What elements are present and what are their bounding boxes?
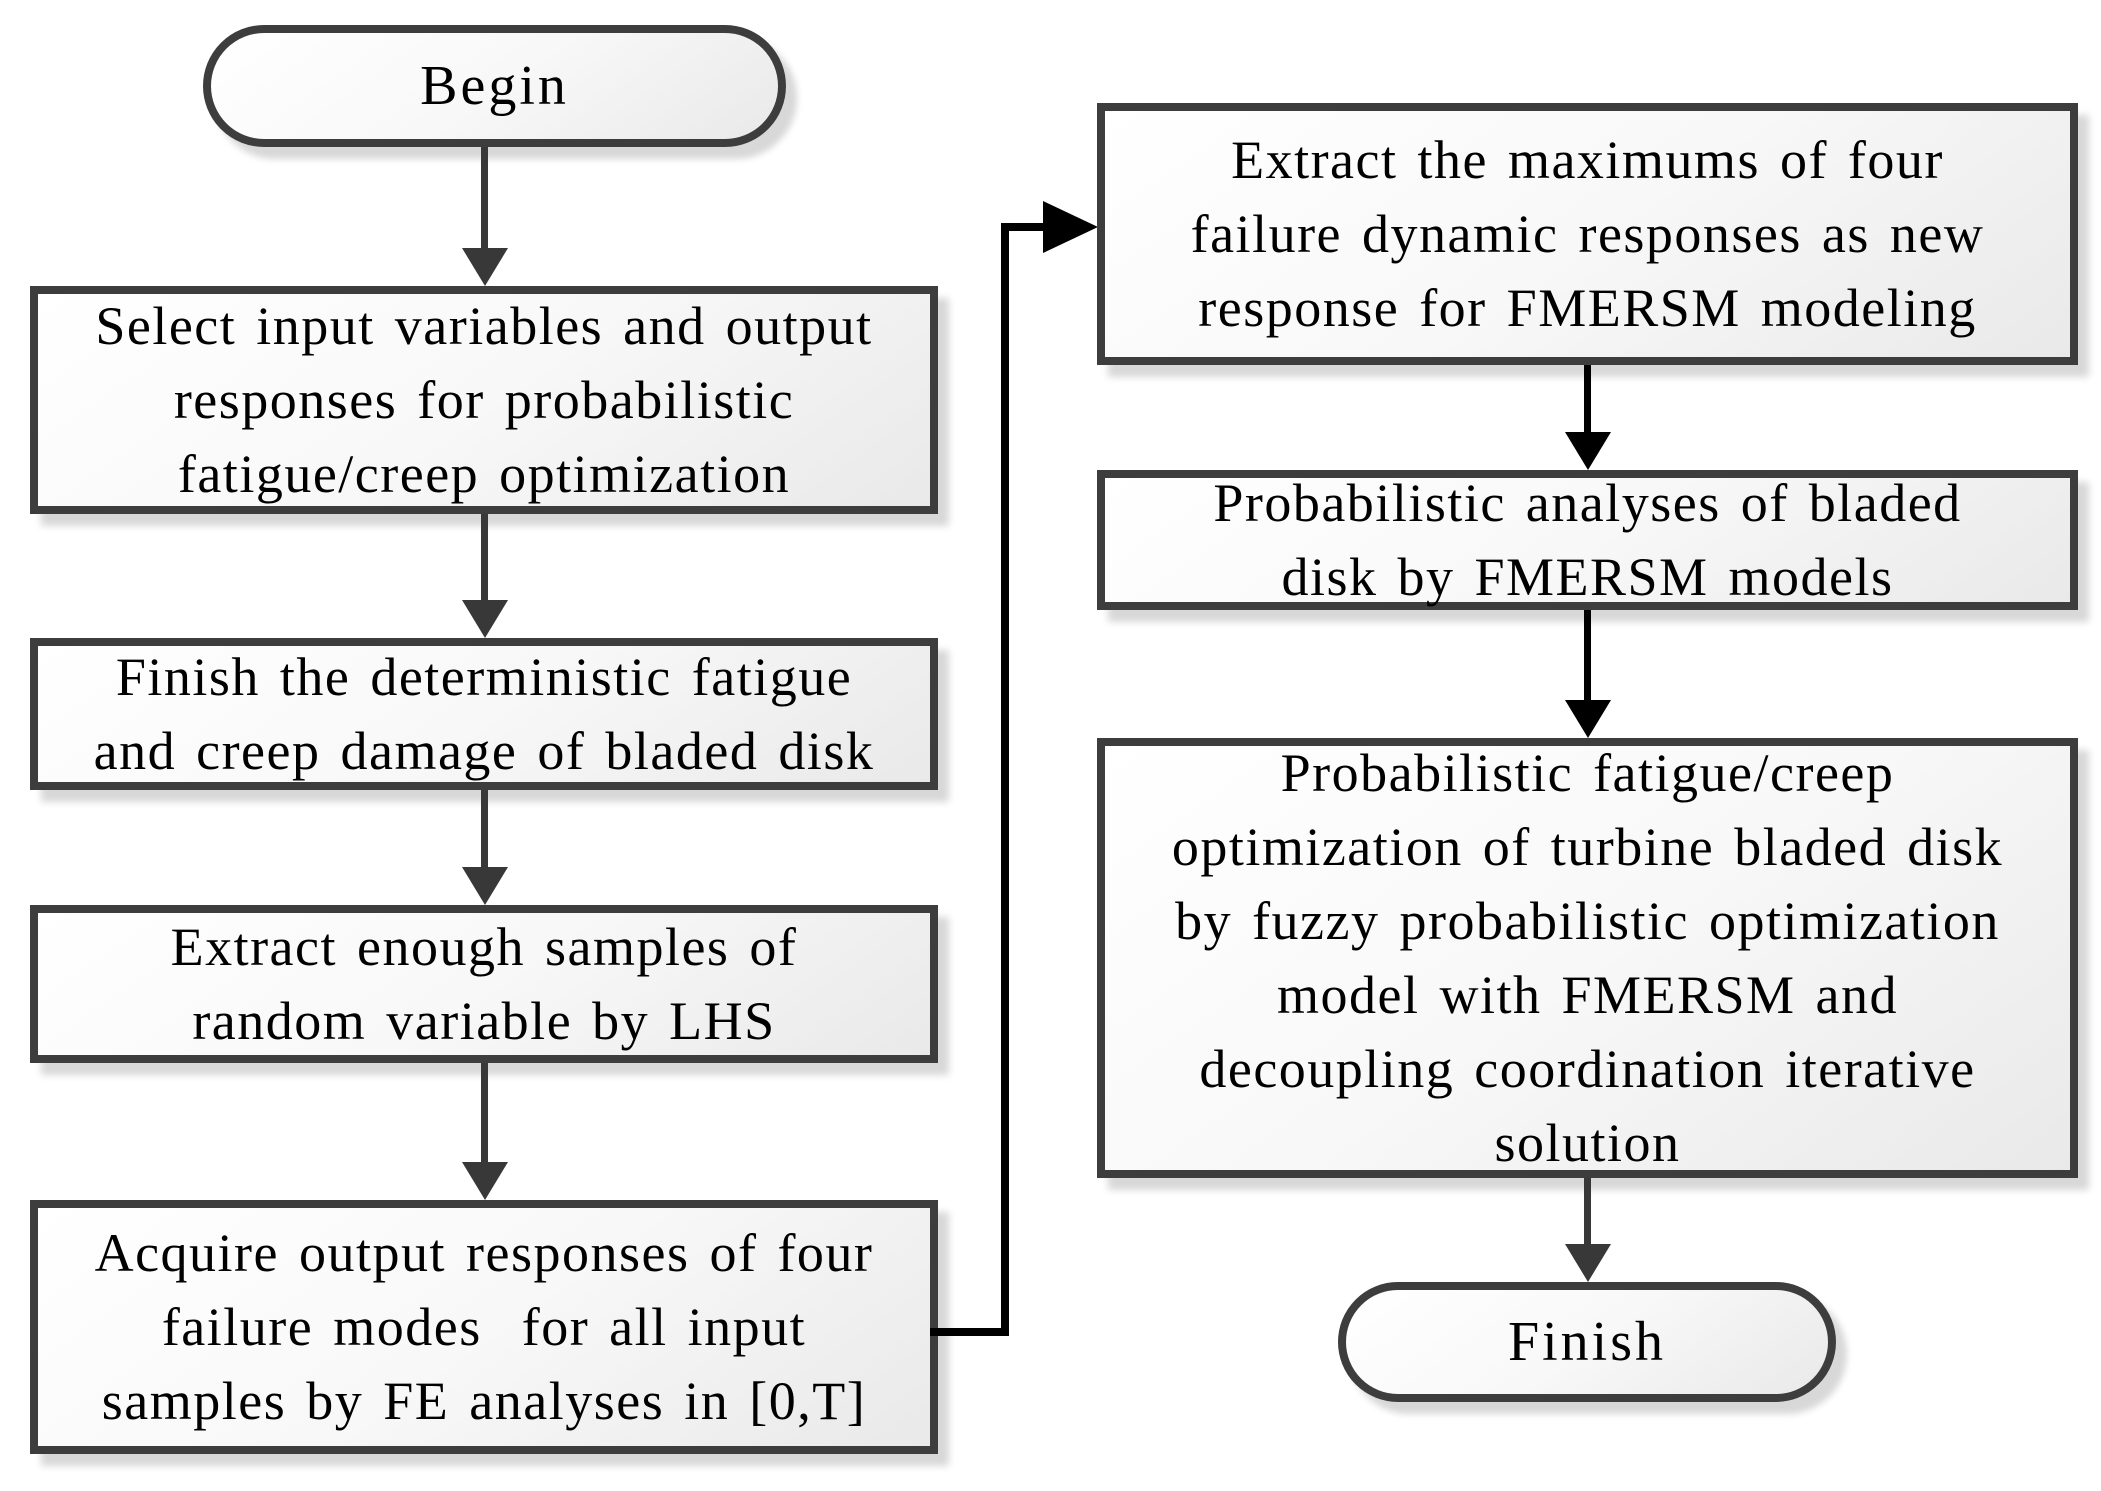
- start-node-label: Begin: [420, 55, 569, 117]
- arrow-analyses-to-optimization: [1584, 610, 1591, 700]
- process-extract-samples-line: Extract enough samples of: [170, 917, 798, 977]
- arrowhead-down-icon: [462, 600, 508, 638]
- process-deterministic-damage: Finish the deterministic fatigue and cre…: [30, 638, 938, 790]
- process-probabilistic-analyses: Probabilistic analyses of bladed disk by…: [1097, 470, 2078, 610]
- process-probabilistic-optimization: Probabilistic fatigue/creep optimization…: [1097, 738, 2078, 1178]
- process-acquire-responses-line: Acquire output responses of four: [94, 1223, 874, 1283]
- process-acquire-responses-line: failure modes for all input: [161, 1297, 807, 1357]
- process-probabilistic-optimization-line: solution: [1494, 1113, 1681, 1173]
- connector-horizontal-bottom: [930, 1328, 1009, 1336]
- end-node-label: Finish: [1507, 1311, 1667, 1373]
- arrow-samples-to-acquire: [481, 1063, 488, 1162]
- process-extract-maximums-line: response for FMERSM modeling: [1198, 278, 1977, 338]
- process-probabilistic-optimization-line: by fuzzy probabilistic optimization: [1175, 891, 2000, 951]
- process-acquire-responses-line: samples by FE analyses in [0,T]: [101, 1371, 867, 1431]
- process-probabilistic-analyses-line: disk by FMERSM models: [1281, 547, 1894, 607]
- arrow-deterministic-to-samples: [481, 790, 488, 867]
- process-acquire-responses: Acquire output responses of four failure…: [30, 1200, 938, 1454]
- process-probabilistic-optimization-line: model with FMERSM and: [1276, 965, 1899, 1025]
- arrow-optimization-to-finish: [1584, 1178, 1591, 1244]
- arrowhead-down-icon: [462, 248, 508, 286]
- process-deterministic-damage-line: Finish the deterministic fatigue: [115, 647, 853, 707]
- arrow-maximums-to-analyses: [1584, 365, 1591, 432]
- end-node: Finish: [1338, 1282, 1836, 1402]
- process-extract-maximums-line: Extract the maximums of four: [1231, 130, 1944, 190]
- process-extract-maximums: Extract the maximums of four failure dyn…: [1097, 103, 2078, 365]
- process-probabilistic-optimization-line: Probabilistic fatigue/creep: [1280, 743, 1895, 803]
- start-node: Begin: [203, 25, 786, 147]
- process-extract-maximums-line: failure dynamic responses as new: [1190, 204, 1985, 264]
- arrowhead-down-icon: [1565, 432, 1611, 470]
- process-select-inputs-line: Select input variables and output: [95, 296, 873, 356]
- process-probabilistic-optimization-line: decoupling coordination iterative: [1199, 1039, 1976, 1099]
- arrowhead-down-icon: [1565, 1244, 1611, 1282]
- arrowhead-down-icon: [462, 867, 508, 905]
- connector-vertical: [1001, 223, 1009, 1336]
- process-select-inputs-line: responses for probabilistic: [173, 370, 795, 430]
- process-probabilistic-analyses-line: Probabilistic analyses of bladed: [1213, 473, 1962, 533]
- process-extract-samples-line: random variable by LHS: [192, 991, 776, 1051]
- process-extract-samples: Extract enough samples of random variabl…: [30, 905, 938, 1063]
- process-deterministic-damage-line: and creep damage of bladed disk: [93, 721, 875, 781]
- arrowhead-down-icon: [462, 1162, 508, 1200]
- connector-horizontal-top: [1001, 223, 1049, 231]
- arrowhead-down-icon: [1565, 700, 1611, 738]
- arrow-select-to-deterministic: [481, 514, 488, 600]
- arrow-begin-to-select: [481, 147, 488, 250]
- arrowhead-right-icon: [1043, 201, 1098, 253]
- process-select-inputs-line: fatigue/creep optimization: [177, 444, 791, 504]
- process-select-inputs: Select input variables and output respon…: [30, 286, 938, 514]
- process-probabilistic-optimization-line: optimization of turbine bladed disk: [1171, 817, 2004, 877]
